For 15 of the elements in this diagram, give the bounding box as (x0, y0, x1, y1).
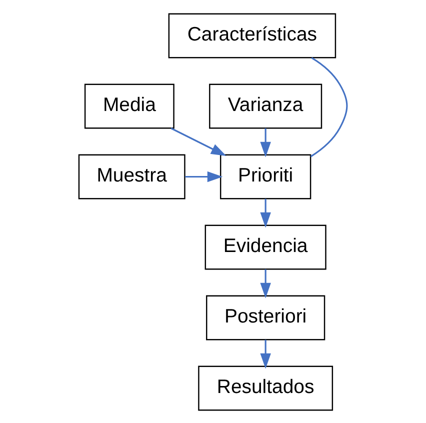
node-box: Resultados (198, 365, 334, 410)
node-box: Varianza (209, 83, 322, 128)
arrow (260, 268, 271, 298)
node-box: Características (168, 12, 336, 58)
node-box: Evidencia (204, 224, 326, 270)
node-box: Posteriori (206, 294, 326, 340)
node-box: Media (84, 83, 174, 128)
arrow (260, 128, 271, 157)
arrow (170, 127, 226, 156)
arrow (185, 170, 223, 182)
connector (310, 56, 348, 157)
arrow (260, 339, 271, 368)
node-box: Prioriti (220, 154, 312, 199)
node-box: Muestra (78, 154, 186, 199)
arrow (260, 198, 271, 228)
